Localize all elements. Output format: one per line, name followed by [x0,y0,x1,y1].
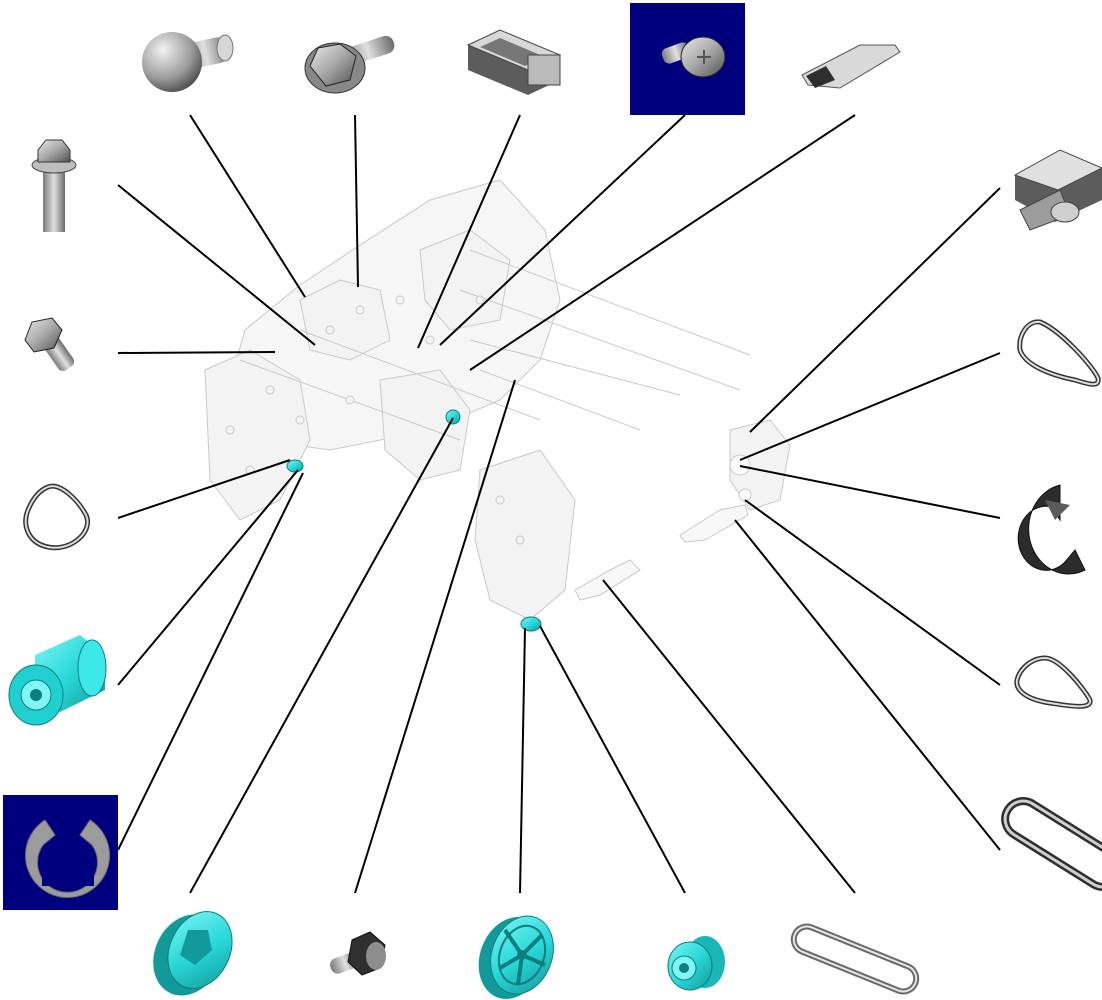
hex-bolt-icon [31,139,77,232]
assembly-accent-parts [286,409,542,632]
small-pulley-icon [667,936,725,991]
oval-link-icon [790,923,920,995]
roller-icon [153,911,233,996]
phillips-screw-icon [630,3,745,115]
flange-bolt-icon [304,35,395,94]
ring-icon [23,483,91,551]
e-clip-icon [3,795,118,910]
bracket-icon [466,29,562,95]
oval-link-icon [1001,797,1102,891]
short-screw-icon [24,317,75,372]
spoked-roller-icon [478,915,554,999]
callout-lines [117,114,1001,894]
assembly-drawing [204,179,791,621]
bushing-icon [8,635,107,726]
e-clip-icon [1017,484,1086,575]
shoulder-screw-icon [330,931,386,976]
small-clip-icon [801,44,901,89]
clamp-icon [1013,149,1102,231]
round-head-pin-icon [142,32,234,92]
ring-icon [1017,319,1101,387]
ring-icon [1014,655,1093,709]
